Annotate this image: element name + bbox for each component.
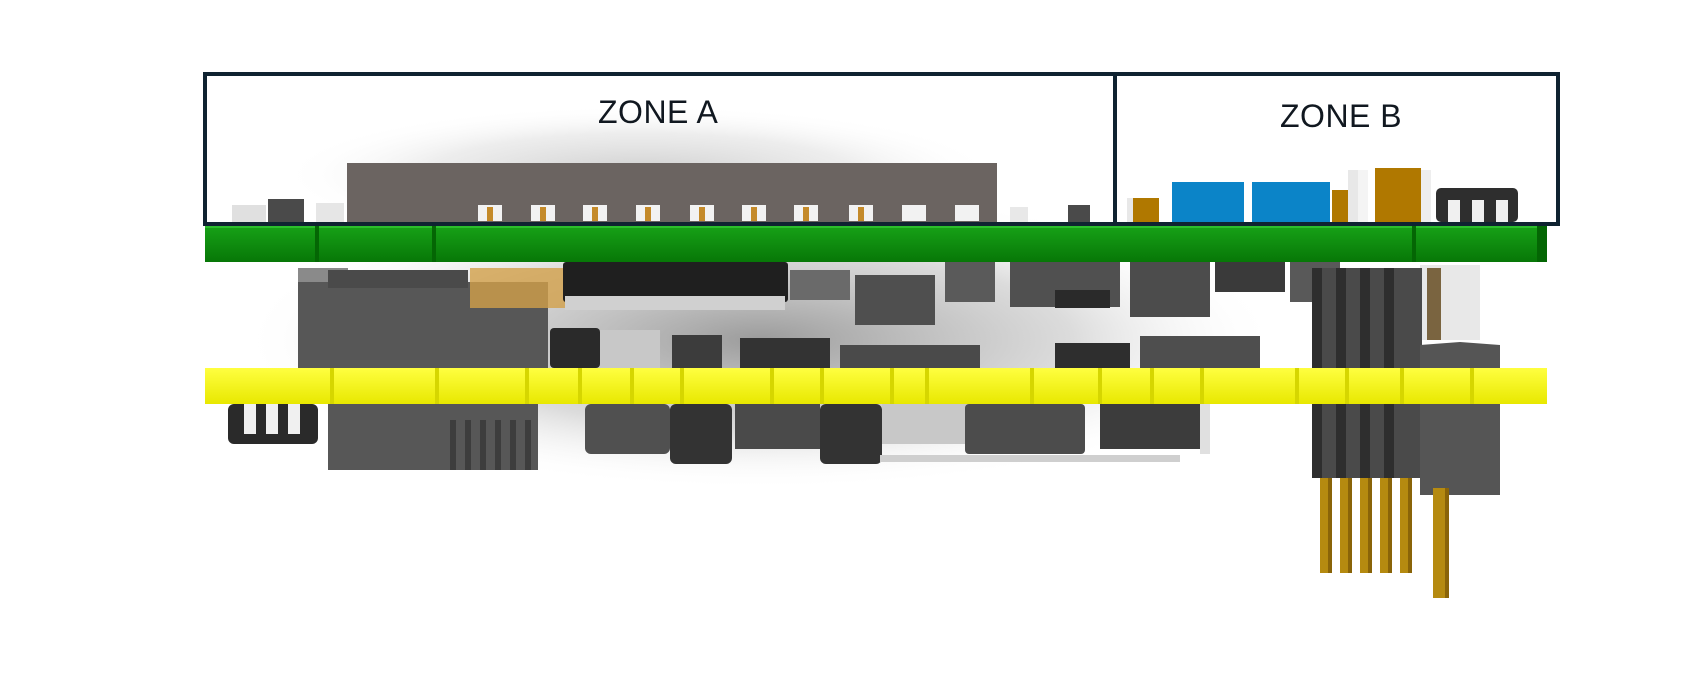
inductor <box>670 404 732 464</box>
top-side-components <box>232 163 1518 225</box>
bottom-side-components <box>228 404 1210 470</box>
top-pcb <box>205 224 1547 262</box>
inductor <box>820 404 882 464</box>
capacitor <box>1252 182 1330 222</box>
tantalum-capacitor <box>1375 168 1421 222</box>
between-board-components <box>298 262 1480 370</box>
zone-b-label: ZONE B <box>1280 98 1403 134</box>
ic-chip <box>563 262 788 302</box>
bottom-pcb <box>205 368 1547 404</box>
zone-b-box <box>1113 72 1560 226</box>
capacitor <box>1172 182 1244 222</box>
zone-a-label: ZONE A <box>598 94 719 130</box>
connector-housing <box>347 163 997 225</box>
zone-outlines <box>203 72 1560 226</box>
